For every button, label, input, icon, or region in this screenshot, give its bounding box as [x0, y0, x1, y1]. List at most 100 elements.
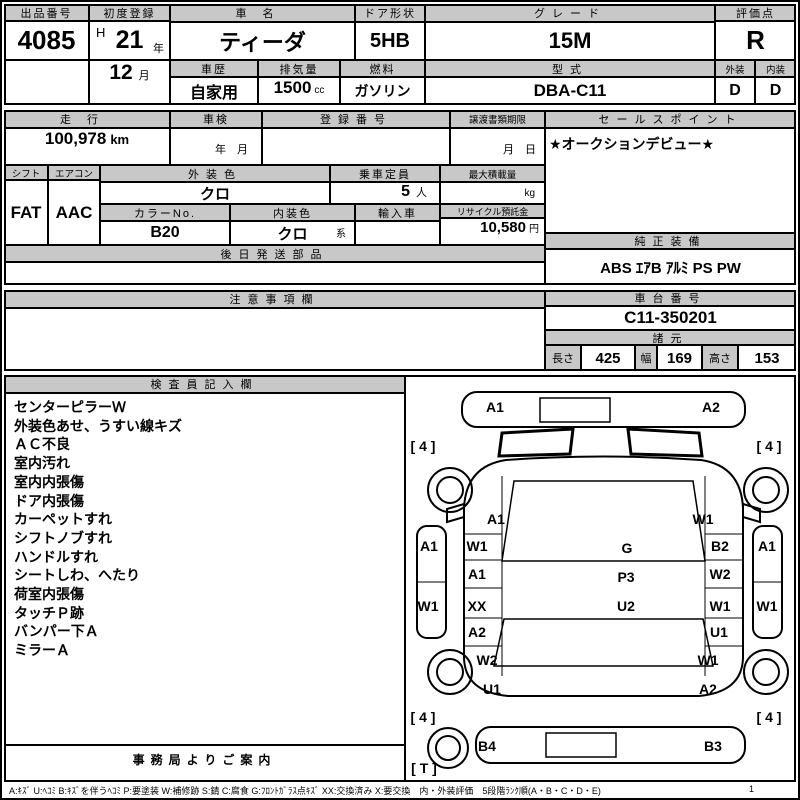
inspector-note: ミラーＡ — [14, 642, 70, 659]
mileage-label: 走行 — [4, 110, 170, 128]
caution-value — [4, 308, 545, 371]
height-value: 153 — [738, 345, 796, 371]
car-history-value: 自家用 — [170, 77, 258, 105]
damage-marker: W2 — [476, 652, 498, 668]
damage-marker: XX — [467, 598, 487, 614]
inspector-note: 室内汚れ — [14, 455, 70, 472]
import-car-label: 輸入車 — [355, 204, 440, 221]
capacity-unit: 人 — [416, 187, 427, 199]
exterior-score-label: 外装 — [715, 60, 755, 77]
car-name-value: ティーダ — [170, 22, 355, 60]
transfer-deadline-label: 譲渡書類期限 — [450, 110, 545, 128]
door-shape-label: ドア形状 — [355, 4, 425, 22]
damage-marker: W1 — [697, 652, 719, 668]
damage-marker: [ T ] — [411, 760, 437, 776]
mileage-value: 100,978 — [44, 129, 107, 148]
recycle-deposit-unit: 円 — [529, 224, 539, 235]
auction-number-empty-cell — [4, 60, 89, 105]
caution-label: 注意事項欄 — [4, 290, 545, 308]
exterior-color-value: クロ — [100, 182, 330, 204]
registration-number-value — [262, 128, 450, 165]
color-number-label: カラーNo. — [100, 204, 230, 221]
shift-label: シフト — [4, 165, 48, 180]
inspector-note: ドア内張傷 — [14, 492, 84, 509]
damage-marker: W1 — [692, 511, 714, 527]
damage-marker: [ 4 ] — [756, 709, 782, 725]
legend-page-number: 1 — [748, 784, 754, 794]
inspector-section-label: 検査員記入欄 — [4, 375, 405, 393]
recycle-deposit-label: リサイクル預託金 — [440, 204, 545, 218]
inspector-note: 外装色あせ、うすい線キズ — [14, 417, 182, 434]
length-label: 長さ — [545, 345, 581, 371]
interior-color-cell: クロ 系 — [230, 221, 355, 245]
score-label: 評価点 — [715, 4, 796, 21]
inspector-note: バンパー下Ａ — [14, 623, 99, 640]
damage-marker: G — [621, 540, 633, 556]
damage-marker: P3 — [617, 569, 635, 585]
displacement-value-cell: 1500 cc — [258, 77, 340, 105]
max-load-label: 最大積載量 — [440, 165, 545, 182]
registration-number-label: 登録番号 — [262, 110, 450, 128]
inspector-note: カーペットすれ — [14, 511, 112, 528]
legend-bar: A:ｷｽﾞ U:ﾍｺﾐ B:ｷｽﾞを伴うﾍｺﾐ P:要塗装 W:補修跡 S:錆 … — [4, 782, 796, 797]
aircon-label: エアコン — [48, 165, 100, 180]
inspector-note: 室内内張傷 — [14, 473, 84, 490]
sales-point-label: セールスポイント — [545, 110, 796, 128]
interior-color-value: クロ — [277, 225, 308, 243]
inspector-note: ＡＣ不良 — [14, 436, 70, 453]
exterior-score-value: D — [715, 77, 755, 105]
inspector-note: シフトノブすれ — [14, 529, 112, 546]
first-registration-year: 21 — [115, 26, 144, 54]
damage-marker: B2 — [711, 538, 729, 554]
length-value: 425 — [581, 345, 635, 371]
inspector-note: 荷室内張傷 — [14, 586, 84, 603]
exterior-color-label: 外装色 — [100, 165, 330, 182]
score-value: R — [715, 21, 796, 60]
interior-score-label: 内装 — [755, 60, 796, 77]
damage-marker: A1 — [487, 511, 505, 527]
mileage-unit: km — [110, 132, 130, 147]
inspection-value: 年 月 — [170, 128, 262, 165]
first-registration-month-unit: 月 — [138, 70, 150, 82]
recycle-deposit-cell: 10,580 円 — [440, 218, 545, 245]
legend-text: A:ｷｽﾞ U:ﾍｺﾐ B:ｷｽﾞを伴うﾍｺﾐ P:要塗装 W:補修跡 S:錆 … — [9, 786, 601, 796]
damage-marker: W2 — [709, 566, 731, 582]
damage-marker: [ 4 ] — [410, 709, 436, 725]
inspector-notes-box: センターピラーＷ 外装色あせ、うすい線キズ ＡＣ不良室内汚れ室内内張傷ドア内張傷カー… — [4, 393, 405, 745]
equipment-label: 純正装備 — [545, 233, 796, 249]
damage-marker: W1 — [466, 538, 488, 554]
first-registration-label: 初度登録 — [89, 4, 170, 21]
dimensions-label: 諸元 — [545, 330, 796, 345]
auction-number-label: 出品番号 — [4, 4, 89, 21]
first-registration-year-unit: 年 — [153, 43, 164, 55]
damage-marker: U1 — [483, 681, 501, 697]
later-shipped-parts-value — [4, 262, 545, 285]
damage-marker: B3 — [704, 738, 722, 754]
color-number-value: B20 — [100, 221, 230, 245]
displacement-value: 1500 — [273, 78, 312, 97]
damage-marker: A1 — [486, 399, 504, 415]
capacity-value: 5 — [401, 183, 410, 200]
interior-color-label: 内装色 — [230, 204, 355, 221]
inspector-note: センターピラーＷ — [14, 399, 126, 415]
damage-marker: W1 — [417, 598, 439, 614]
capacity-value-cell: 5 人 — [330, 182, 440, 204]
damage-marker: [ 4 ] — [756, 438, 782, 454]
mileage-value-cell: 100,978 km — [4, 128, 170, 165]
inspector-note: ハンドルすれ — [14, 548, 98, 565]
interior-score-value: D — [755, 77, 796, 105]
grade-label: グレード — [425, 4, 715, 22]
later-shipped-parts-label: 後日発送部品 — [4, 245, 545, 262]
height-label: 高さ — [702, 345, 738, 371]
max-load-value: kg — [440, 182, 545, 204]
grade-value: 15M — [425, 22, 715, 60]
width-label: 幅 — [635, 345, 657, 371]
damage-marker: A1 — [758, 538, 776, 554]
auction-number-value: 4085 — [4, 21, 89, 60]
damage-marker: A2 — [699, 681, 717, 697]
first-registration-year-cell: H 21 年 — [89, 21, 170, 60]
displacement-unit: cc — [314, 85, 325, 96]
width-value: 169 — [657, 345, 702, 371]
